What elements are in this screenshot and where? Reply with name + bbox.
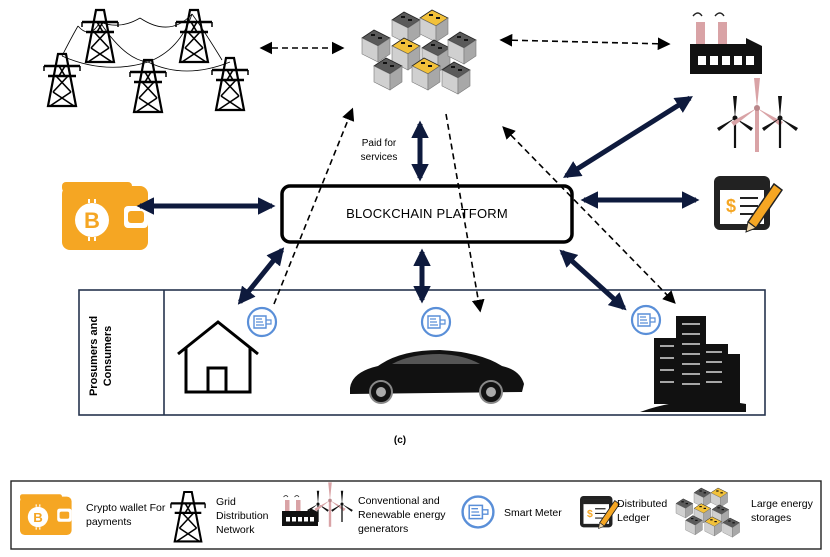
legend-grid-label: Grid Distribution Network <box>216 496 269 536</box>
smart-meter-icon <box>461 495 495 529</box>
factory-icon <box>689 12 763 75</box>
transmission-tower-icon <box>42 52 82 108</box>
payment-flow-arrows <box>259 33 676 313</box>
electric-car-icon <box>350 350 524 404</box>
grid-network <box>42 8 250 114</box>
legend-storage-label: Large energy storages <box>751 498 813 524</box>
bitcoin-wallet-icon <box>19 493 73 536</box>
legend-wallet-label: Crypto wallet For payments <box>86 502 166 528</box>
ledger-icon <box>713 175 783 233</box>
bitcoin-wallet-icon <box>61 181 149 251</box>
smart-meter-icon <box>420 306 452 338</box>
smart-meter-icon <box>630 304 662 336</box>
battery-storage-icon <box>361 9 477 95</box>
smart-meter-icon <box>246 306 278 338</box>
city-buildings-icon <box>640 316 746 412</box>
house-icon <box>177 320 259 394</box>
legend-ledger-label: Distributed Ledger <box>617 498 668 524</box>
figure-caption: (c) <box>393 435 407 446</box>
legend-generators-label: Conventional and Renewable energy genera… <box>358 495 446 535</box>
legend-meter-label: Smart Meter <box>504 507 562 519</box>
paid-for-services-label: Paid for services <box>360 138 398 163</box>
prosumers-consumers-label: Prosumers and Consumers <box>88 315 114 397</box>
wind-turbine-icon <box>715 76 800 154</box>
blockchain-platform-label: BLOCKCHAIN PLATFORM <box>346 206 508 221</box>
legend-box <box>10 480 822 550</box>
